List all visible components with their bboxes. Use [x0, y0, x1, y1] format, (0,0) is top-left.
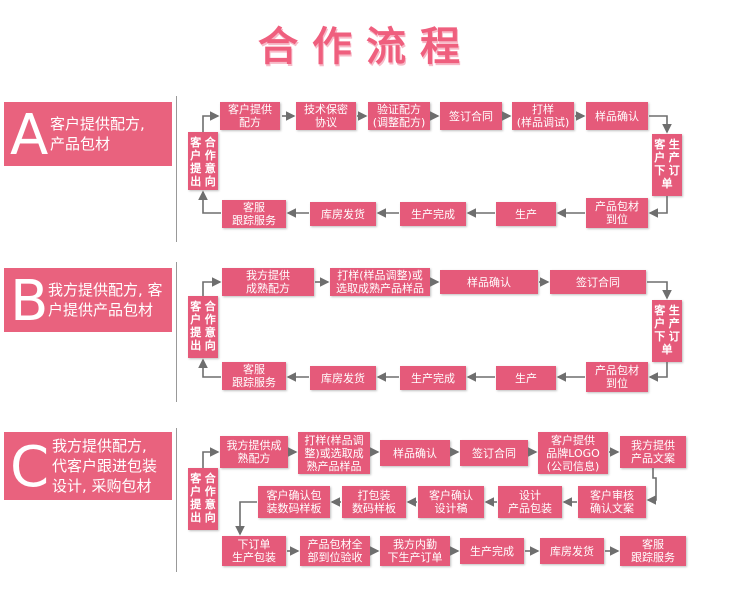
right-text-row: 下 订: [654, 330, 680, 343]
section-c-desc-line: 我方提供配方,: [52, 437, 147, 455]
start-text-row: 户 作: [190, 149, 216, 162]
section-b-desc-line: 我方提供配方, 客: [48, 281, 163, 299]
flow-step: 我方提供成 熟配方: [220, 436, 288, 468]
flow-step: 我方提供 成熟配方: [222, 268, 314, 296]
page-title: 合作流程: [258, 24, 474, 70]
start-text-row: 出 向: [190, 175, 216, 188]
section-a-desc-line: 产品包材: [50, 135, 111, 153]
flow-step: 打样(样品调整)或 选取成熟产品样品: [330, 268, 430, 296]
start-text-row: 出 向: [190, 339, 216, 352]
flow-step: 样品确认: [380, 440, 450, 466]
flow-step: 我方内勤 下生产订单: [380, 536, 450, 566]
section-b-desc: 我方提供配方, 客 户提供产品包材: [48, 280, 163, 320]
start-box-b: 客 合 户 作 提 意 出 向: [188, 296, 218, 358]
start-text-row: 客 合: [190, 136, 216, 149]
separator-line: [176, 262, 177, 402]
section-a-band: A 客户提供配方, 产品包材: [4, 102, 172, 166]
right-text-row: 户 产: [654, 151, 680, 164]
flow-step: 生产完成: [400, 366, 466, 390]
section-c-desc-line: 设计, 采购包材: [52, 477, 152, 495]
arrow: [647, 281, 672, 300]
flow-step: 样品确认: [586, 102, 648, 130]
start-text-row: 客 合: [190, 300, 216, 313]
start-text-row: 提 意: [190, 498, 216, 511]
right-text-row: 下 订: [654, 164, 680, 177]
arrow: [648, 196, 668, 218]
separator-line: [176, 428, 177, 572]
section-c-letter: C: [10, 435, 50, 500]
arrow: [649, 115, 672, 134]
arrow: [202, 447, 220, 468]
flow-step: 设计 产品包装: [498, 486, 562, 518]
flow-step: 生产: [496, 202, 556, 226]
flow-step: 库房发货: [540, 538, 604, 564]
section-b-band: B 我方提供配方, 客 户提供产品包材: [4, 268, 172, 332]
right-box-b: 客 生 户 产 下 订 单: [652, 300, 682, 362]
arrow: [202, 111, 220, 132]
flow-step: 签订合同: [550, 270, 646, 294]
flow-step: 签订合同: [440, 102, 502, 130]
right-text-row: 单: [661, 177, 673, 190]
flow-step: 打样 (样品调试): [512, 102, 574, 130]
separator-line: [176, 96, 177, 242]
flow-step: 产品包材 到位: [586, 362, 648, 392]
right-text-row: 单: [661, 343, 673, 356]
start-text-row: 户 作: [190, 313, 216, 326]
right-text-row: 户 产: [654, 317, 680, 330]
start-box-c: 客 合 户 作 提 意 出 向: [188, 468, 218, 530]
section-c-desc-line: 代客户跟进包装: [52, 457, 158, 475]
flow-step: 样品确认: [440, 270, 538, 294]
start-box-a: 客 合 户 作 提 意 出 向: [188, 132, 218, 190]
right-text-row: 客 生: [654, 138, 680, 151]
right-text-row: 客 生: [654, 304, 680, 317]
flow-step: 生产完成: [460, 538, 524, 564]
flow-step: 库房发货: [310, 366, 376, 390]
flow-step: 生产完成: [400, 202, 466, 226]
start-text-row: 提 意: [190, 162, 216, 175]
flow-step: 下订单 生产包装: [222, 536, 286, 566]
flow-step: 打包装 数码样板: [342, 486, 406, 518]
section-c-desc: 我方提供配方, 代客户跟进包装 设计, 采购包材: [52, 436, 157, 496]
flow-step: 验证配方 (调整配方): [368, 102, 430, 130]
section-c-band: C 我方提供配方, 代客户跟进包装 设计, 采购包材: [4, 432, 172, 500]
arrow: [198, 190, 221, 214]
flow-step: 客户审核 确认文案: [578, 486, 646, 518]
section-a-letter: A: [10, 103, 49, 168]
flow-step: 客户确认包 装数码样板: [258, 486, 330, 518]
flow-step: 打样(样品调 整)或选取成 熟产品样品: [298, 432, 370, 474]
flow-step: 生产: [496, 366, 556, 390]
start-text-row: 户 作: [190, 485, 216, 498]
arrow: [202, 277, 222, 296]
arrow: [648, 362, 668, 382]
section-a-desc-line: 客户提供配方,: [50, 115, 145, 133]
section-b-letter: B: [10, 269, 49, 334]
arrow: [646, 468, 657, 505]
section-b-desc-line: 户提供产品包材: [48, 301, 154, 319]
arrow: [198, 358, 221, 378]
flow-step: 库房发货: [310, 202, 376, 226]
flow-step: 签订合同: [460, 440, 528, 466]
flow-step: 客户提供 配方: [220, 102, 280, 130]
flow-step: 我方提供 产品文案: [620, 436, 686, 468]
flow-step: 产品包材全 部到位验收: [300, 536, 370, 566]
flow-step: 客户确认 设计稿: [418, 486, 484, 518]
right-box-a: 客 生 户 产 下 订 单: [652, 134, 682, 196]
flow-step: 客服 跟踪服务: [620, 536, 686, 566]
arrow: [235, 501, 257, 536]
section-a-desc: 客户提供配方, 产品包材: [50, 114, 145, 154]
flow-step: 产品包材 到位: [586, 198, 648, 228]
flow-step: 客服 跟踪服务: [222, 200, 286, 228]
flow-step: 客户提供 品牌LOGO (公司信息): [538, 432, 608, 474]
start-text-row: 客 合: [190, 472, 216, 485]
start-text-row: 出 向: [190, 511, 216, 524]
start-text-row: 提 意: [190, 326, 216, 339]
flow-step: 客服 跟踪服务: [222, 362, 286, 390]
flow-step: 技术保密 协议: [296, 102, 356, 130]
